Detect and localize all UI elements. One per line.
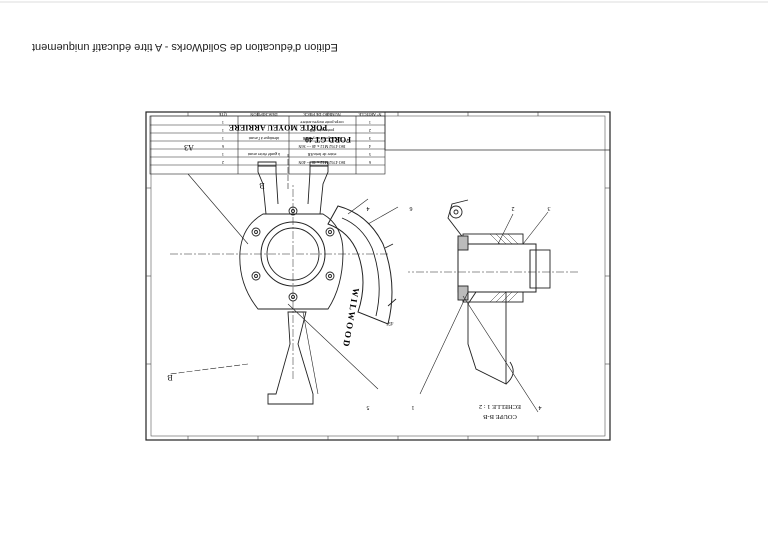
watermark-text: Edition d'éducation de SolidWorks - A ti… <box>32 41 338 53</box>
bom-row-3: 3 axe de porte moyeuAR identique à l'ava… <box>222 136 371 141</box>
bom-row-part: porte rotor AR <box>310 128 335 133</box>
section-mark-b-top: B <box>259 181 264 190</box>
section-mark-b-bottom: B <box>167 373 172 382</box>
callout-2: 2 <box>512 205 515 211</box>
callout-3: 3 <box>548 205 551 211</box>
bom-row-no: 5 <box>369 152 371 157</box>
bom-row-part: ISO 4762 M12 x 40 --- 36N <box>299 144 346 149</box>
bom-row-no: 4 <box>368 144 371 149</box>
callout-4-a: 4 <box>539 404 542 410</box>
title-block <box>384 111 611 151</box>
bom-row-no: 3 <box>369 136 371 141</box>
bom-row-qty: 1 <box>222 128 224 133</box>
zone-ticks <box>146 112 610 440</box>
title-block-text: FORD GT 40 PORTE MOYEU ARRIERE A3 <box>184 123 351 152</box>
bom-header-part: NUMERO DE PIECE <box>303 112 341 117</box>
dimension-note: 45° <box>387 320 394 325</box>
bom-row-6: 6 ISO 4762 M12 x 40 --- 40N 2 <box>222 160 371 165</box>
section-view-scale: ECHELLE 1 : 2 <box>479 403 521 410</box>
bom-row-5: 5 etrier de freinAR à gardé étrier avant… <box>222 152 371 157</box>
section-view-label: COUPE B-B <box>482 413 516 420</box>
callout-5: 5 <box>367 404 370 410</box>
bom-row-4: 4 ISO 4762 M12 x 40 --- 36N 6 <box>222 144 371 149</box>
bolt-holes <box>251 206 335 302</box>
bom-table <box>149 115 386 175</box>
bom-row-no: 1 <box>369 120 371 125</box>
bom-row-qty: 6 <box>222 144 224 149</box>
callout-1: 1 <box>412 404 415 410</box>
rotated-drawing <box>145 111 611 441</box>
title-part: PORTE MOYEU ARRIERE <box>229 123 327 132</box>
bom-text: N° ARTICLE NUMERO DE PIECE DESCRIPTION Q… <box>218 112 381 165</box>
callout-6: 6 <box>410 205 413 211</box>
bom-row-part: axe de porte moyeuAR <box>302 136 341 141</box>
main-view <box>168 154 399 405</box>
bom-row-qty: 1 <box>222 152 224 157</box>
title-project: FORD GT 40 <box>305 135 351 144</box>
section-marks: B B <box>167 181 264 382</box>
callout-4-b: 4 <box>367 205 370 211</box>
bom-row-no: 6 <box>369 160 371 165</box>
bom-row-desc: identique à l'avant <box>248 136 279 141</box>
bom-header-qty: QTE <box>218 112 227 117</box>
title-format: A3 <box>184 143 194 152</box>
callouts: 1 2 3 4 4 5 6 <box>367 205 551 410</box>
bom-row-qty: 1 <box>222 120 224 125</box>
section-view-bb <box>408 199 578 413</box>
bom-row-part: corps porte moyeu arriere <box>300 120 343 125</box>
bom-header-no: N° ARTICLE <box>358 112 381 117</box>
bom-row-desc: à gardé étrier avant <box>247 152 280 157</box>
bom-row-part: ISO 4762 M12 x 40 --- 40N <box>299 160 346 165</box>
bom-row-no: 2 <box>369 128 371 133</box>
bom-row-part: etrier de freinAR <box>307 152 336 157</box>
bom-row-qty: 1 <box>222 136 224 141</box>
bom-header-desc: DESCRIPTION <box>250 112 277 117</box>
bom-row-qty: 2 <box>222 160 224 165</box>
bom-row-1: 1 corps porte moyeu arriere 1 <box>222 120 371 125</box>
section-label: COUPE B-B ECHELLE 1 : 2 <box>479 403 521 420</box>
bom-row-2: 2 porte rotor AR 1 <box>222 128 371 133</box>
